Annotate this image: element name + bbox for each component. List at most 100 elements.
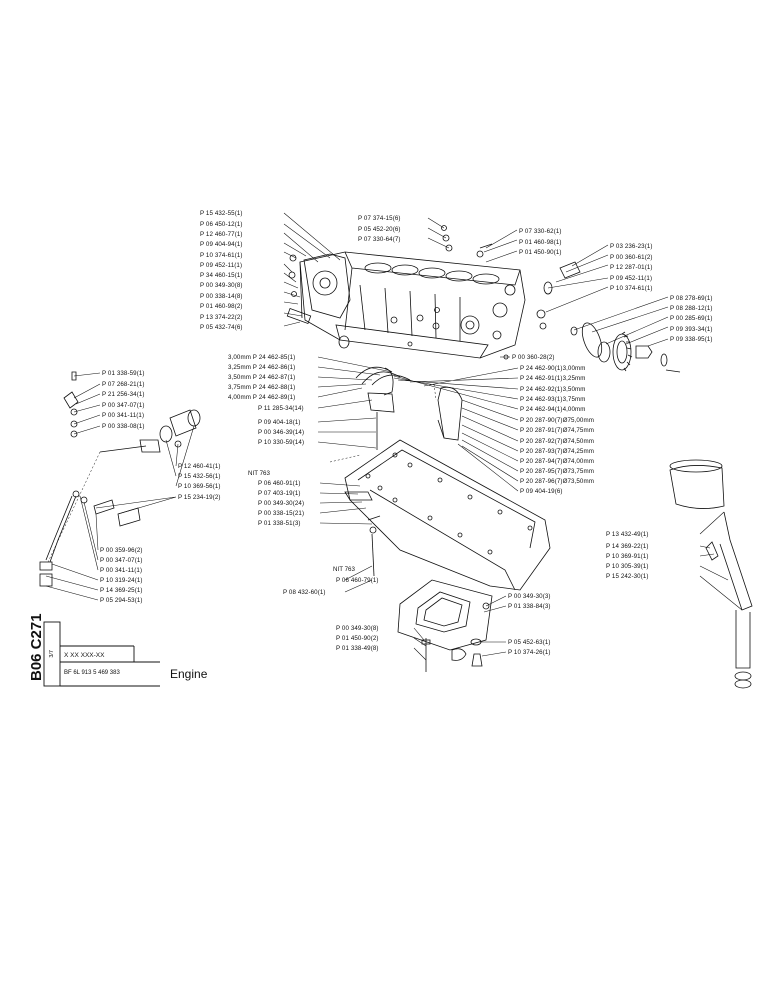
part-label: P 06 460-79(1)	[336, 577, 379, 584]
part-label: P 24 462-94(1)4,00mm	[520, 406, 586, 413]
part-label: P 00 285-69(1)	[670, 315, 713, 322]
part-label: P 24 462-91(1)3,25mm	[520, 375, 586, 382]
part-label: P 24 462-90(1)3,00mm	[520, 365, 586, 372]
part-label: P 10 374-61(1)	[610, 285, 653, 292]
part-label: P 20 287-93(7)Ø74,25mm	[520, 448, 594, 455]
part-label: P 09 404-18(1)	[258, 419, 301, 426]
part-label: P 10 369-91(1)	[606, 553, 649, 560]
part-label: P 20 287-92(7)Ø74,50mm	[520, 438, 594, 445]
part-label: P 07 374-15(6)	[358, 215, 401, 222]
drawing-code: B06 C271	[28, 613, 45, 681]
part-label: P 05 452-63(1)	[508, 639, 551, 646]
leader-lines	[45, 212, 743, 661]
part-label: P 01 338-84(3)	[508, 603, 551, 610]
part-label: P 15 432-56(1)	[178, 473, 221, 480]
part-label: P 08 288-12(1)	[670, 305, 713, 312]
part-label: P 12 287-01(1)	[610, 264, 653, 271]
part-label: P 00 347-07(1)	[102, 402, 145, 409]
part-label: P 10 319-24(1)	[100, 577, 143, 584]
part-label: P 00 347-07(1)	[100, 557, 143, 564]
crankcase-block	[299, 251, 526, 359]
part-label: P 00 360-61(2)	[610, 254, 653, 261]
part-label: P 09 393-34(1)	[670, 326, 713, 333]
oil-sump	[344, 439, 551, 591]
part-label: P 07 330-62(1)	[519, 228, 562, 235]
part-label: P 09 404-19(6)	[520, 488, 563, 495]
part-label: P 15 234-19(2)	[178, 494, 221, 501]
right-small-parts	[536, 261, 581, 330]
part-label: P 24 462-93(1)3,75mm	[520, 396, 586, 403]
part-label: P 15 242-30(1)	[606, 573, 649, 580]
part-label: 3,25mm P 24 462-86(1)	[228, 364, 296, 371]
part-label: P 12 460-77(1)	[200, 231, 243, 238]
plug-parts	[286, 254, 350, 349]
part-label: P 10 374-61(1)	[200, 252, 243, 259]
sheet-number: 3/7	[49, 650, 55, 658]
part-label: P 10 374-26(1)	[508, 649, 551, 656]
title-block-frame	[43, 621, 160, 687]
part-label: P 12 460-41(1)	[178, 463, 221, 470]
part-label: P 01 460-98(1)	[519, 239, 562, 246]
reference-number: X XX XXX-XX	[64, 652, 105, 659]
part-label: P 11 285-34(14)	[258, 405, 304, 412]
part-label: P 01 338-49(8)	[336, 645, 379, 652]
part-label: P 00 338-15(21)	[258, 510, 305, 517]
part-label: P 10 369-56(1)	[178, 483, 221, 490]
part-label: P 20 287-90(7)Ø75,00mm	[520, 417, 594, 424]
part-label: P 09 338-95(1)	[670, 336, 713, 343]
part-label: P 08 432-60(1)	[283, 589, 326, 596]
breather-pipe	[669, 459, 753, 689]
part-label: P 14 369-25(1)	[100, 587, 143, 594]
part-label: P 00 349-30(8)	[336, 625, 379, 632]
part-label: P 01 338-59(1)	[102, 370, 145, 377]
part-label: P 00 349-30(24)	[258, 500, 305, 507]
part-label: P 00 346-39(14)	[258, 429, 305, 436]
part-label: P 09 452-11(1)	[200, 262, 243, 269]
part-label: P 05 432-74(6)	[200, 324, 243, 331]
part-label: P 00 341-11(1)	[100, 567, 143, 574]
part-label: P 08 278-69(1)	[670, 295, 713, 302]
part-label: 3,50mm P 24 462-87(1)	[228, 374, 296, 381]
part-label: P 00 349-30(8)	[200, 282, 243, 289]
part-label: P 13 374-22(2)	[200, 314, 243, 321]
part-label: P 13 432-49(1)	[606, 531, 649, 538]
part-label: 3,00mm P 24 462-85(1)	[228, 354, 296, 361]
engine-model: BF 6L 913 5 469 383	[64, 670, 120, 676]
part-label: P 24 462-92(1)3,50mm	[520, 386, 586, 393]
part-label: P 07 268-21(1)	[102, 381, 145, 388]
part-label: P 07 330-64(7)	[358, 236, 401, 243]
part-label: P 06 450-12(1)	[200, 221, 243, 228]
part-label: P 00 341-11(1)	[102, 412, 145, 419]
part-label: 4,00mm P 24 462-89(1)	[228, 394, 296, 401]
part-label: P 07 403-19(1)	[258, 490, 301, 497]
page-title: Engine	[170, 667, 208, 681]
part-label: P 09 452-11(1)	[610, 275, 653, 282]
part-label: P 09 404-94(1)	[200, 241, 243, 248]
part-label: P 21 256-34(1)	[102, 391, 145, 398]
part-label: P 00 349-30(3)	[508, 593, 551, 600]
drain-plate	[369, 526, 493, 672]
part-label: P 20 287-96(7)Ø73,50mm	[520, 478, 594, 485]
part-label: P 34 460-15(1)	[200, 272, 243, 279]
nit-label: NIT 763	[248, 470, 270, 477]
part-label: P 00 359-96(2)	[100, 547, 143, 554]
part-label: P 10 330-59(14)	[258, 439, 305, 446]
timing-gear	[570, 322, 681, 373]
part-label: P 10 305-39(1)	[606, 563, 649, 570]
part-label: P 00 360-28(2)	[512, 354, 555, 361]
part-label: P 15 432-55(1)	[200, 210, 243, 217]
part-label: P 01 450-90(1)	[519, 249, 562, 256]
part-label: P 20 287-95(7)Ø73,75mm	[520, 468, 594, 475]
part-label: P 01 460-98(2)	[200, 303, 243, 310]
part-label: P 03 236-23(1)	[610, 243, 653, 250]
part-label: P 05 294-53(1)	[100, 597, 143, 604]
bearing-shells	[355, 366, 463, 450]
part-label: P 20 287-94(7)Ø74,00mm	[520, 458, 594, 465]
part-label: P 00 338-08(1)	[102, 423, 145, 430]
dashed-leaders	[47, 383, 437, 563]
part-label: 3,75mm P 24 462-88(1)	[228, 384, 296, 391]
part-label: P 01 338-51(3)	[258, 520, 301, 527]
part-label: P 06 460-91(1)	[258, 480, 301, 487]
part-label: P 00 338-14(8)	[200, 293, 243, 300]
